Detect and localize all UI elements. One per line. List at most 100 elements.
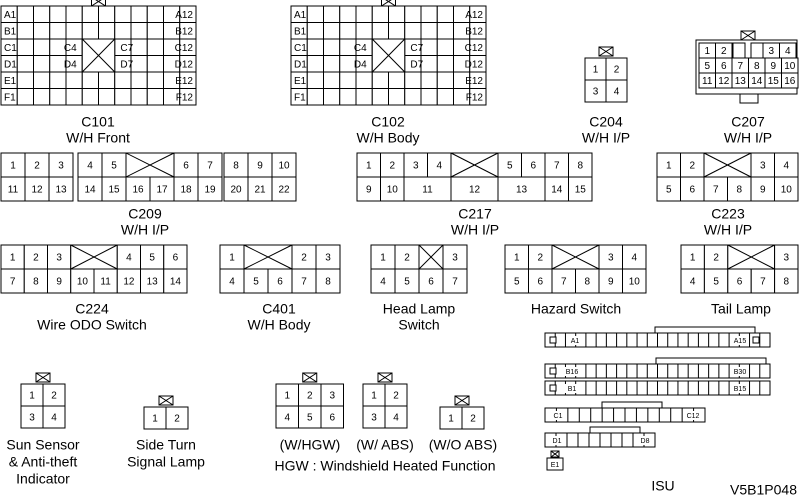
pin-cell	[388, 22, 406, 40]
pin-cell	[394, 268, 420, 294]
connector-name: Wire ODO Switch	[37, 317, 147, 333]
pin-label: 17	[156, 185, 168, 196]
pin-label: 7	[713, 185, 719, 196]
pin-cell	[306, 71, 324, 89]
pin-label: 15	[108, 185, 120, 196]
pin-cell	[130, 55, 148, 73]
cross-line	[418, 244, 444, 270]
pin-cell	[16, 88, 34, 106]
pin-cell	[165, 406, 189, 430]
pin-label: B12	[175, 26, 193, 37]
pin-label: 10	[781, 185, 793, 196]
pin-label: 2	[34, 161, 40, 172]
pin-cell	[98, 88, 116, 106]
pin-cell	[101, 176, 127, 202]
pin-cell	[469, 88, 487, 106]
connector-name: W/H I/P	[724, 130, 772, 146]
pin-label: 2	[404, 253, 410, 264]
pin-cell	[442, 244, 468, 270]
pin-cell	[370, 244, 396, 270]
connector-name: Tail Lamp	[711, 301, 771, 317]
pin-label: 4	[436, 161, 442, 172]
pin-label: 2	[537, 253, 543, 264]
pin-label: A1	[294, 10, 307, 21]
pin-label: 7	[554, 161, 560, 172]
pin-cell	[436, 71, 454, 89]
footnote-text: HGW : Windshield Heated Function	[275, 458, 496, 474]
connector-name: W/H Front	[66, 130, 130, 146]
pin-label: 8	[325, 277, 331, 288]
pin-cell	[384, 405, 408, 429]
connector-name: W/H I/P	[704, 222, 752, 238]
pin-cell	[0, 176, 26, 202]
pin-cell	[33, 5, 51, 23]
pin-label: 10	[278, 161, 290, 172]
pin-cell	[49, 71, 67, 89]
rib	[655, 357, 767, 365]
connector-code: C101	[81, 114, 115, 130]
pin-cell	[65, 88, 83, 106]
pin-label: 8	[754, 61, 760, 72]
pin-label: 4	[614, 87, 620, 98]
pin-label: 5	[704, 61, 710, 72]
pin-label: 2	[51, 391, 57, 402]
pin-label: D8	[641, 438, 650, 445]
pin-label: D12	[175, 59, 194, 70]
pin-cell	[394, 244, 420, 270]
pin-label: 10	[387, 185, 399, 196]
pin-label: 13	[55, 185, 67, 196]
pin-label: 14	[551, 185, 563, 196]
cross-line	[450, 152, 499, 178]
key-notch	[549, 336, 557, 344]
pin-label: C12	[465, 43, 484, 54]
pin-cell	[49, 22, 67, 40]
connector-name: Signal Lamp	[127, 454, 205, 470]
pin-cell	[418, 268, 444, 294]
pin-label: 5	[507, 161, 513, 172]
connector-name: & Anti-theft	[9, 454, 78, 470]
pin-cell	[42, 405, 66, 429]
pin-cell	[179, 88, 197, 106]
pin-label: 11	[422, 185, 433, 196]
pin-label: 3	[608, 253, 614, 264]
pin-label: 9	[366, 185, 372, 196]
pin-label: E12	[465, 76, 483, 87]
pin-label: 2	[614, 65, 620, 76]
pin-label: 6	[277, 277, 283, 288]
pin-cell	[323, 55, 341, 73]
pin-cell	[130, 22, 148, 40]
pin-label: 4	[284, 413, 290, 424]
pin-label: 1	[593, 65, 599, 76]
pin-label: 9	[760, 185, 766, 196]
connector-name: ISU	[651, 478, 674, 494]
pin-cell	[146, 71, 164, 89]
cross-line	[35, 372, 51, 383]
pin-cell	[781, 72, 799, 89]
pin-cell	[149, 176, 175, 202]
pin-label: C4	[64, 43, 77, 54]
pin-label: 3	[325, 253, 331, 264]
pin-cell	[114, 71, 132, 89]
pin-cell	[98, 22, 116, 40]
pin-label: E1	[551, 462, 560, 469]
pin-cell	[622, 268, 647, 294]
pin-label: 1	[229, 253, 235, 264]
cross-line	[727, 244, 775, 270]
pin-cell	[219, 244, 245, 270]
pin-cell	[16, 38, 34, 56]
pin-cell	[355, 22, 373, 40]
pin-label: 12	[123, 277, 135, 288]
pin-cell	[114, 22, 132, 40]
label-bg	[550, 436, 564, 445]
keyway	[732, 42, 746, 59]
pin-cell	[371, 71, 389, 89]
pin-label: A15	[734, 338, 747, 345]
pin-cell	[420, 71, 438, 89]
